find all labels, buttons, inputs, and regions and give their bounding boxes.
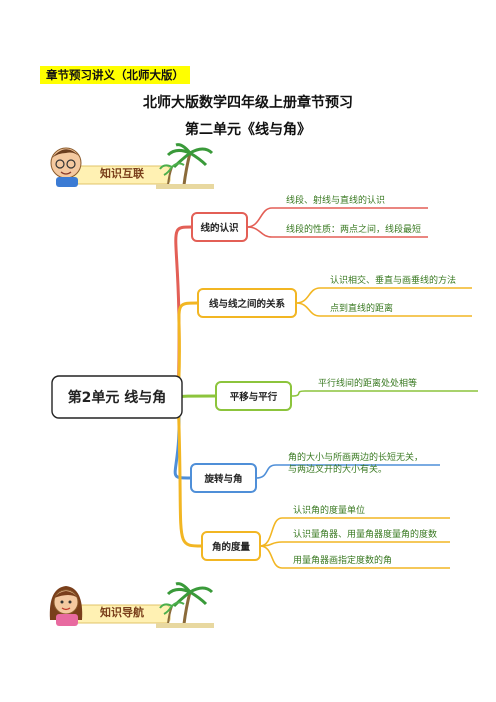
branch-node-3: 平移与平行 — [215, 381, 292, 411]
leaf-connector — [295, 302, 472, 317]
leaf-text: 认识量角器、用量角器度量角的度数 — [293, 528, 437, 540]
leaf-connector — [255, 464, 440, 479]
leaf-text: 平行线间的距离处处相等 — [318, 377, 417, 389]
knowledge-nav-banner: 知识导航 — [44, 580, 214, 630]
center-label: 第2单元 线与角 — [68, 389, 167, 406]
branch-node-5: 角的度量 — [201, 531, 261, 561]
leaf-text: 角的大小与所画两边的长短无关， — [288, 451, 423, 463]
branch-label: 线的认识 — [200, 222, 239, 234]
leaf-connector — [295, 287, 472, 304]
branch-connector-3 — [176, 394, 218, 399]
branch-label: 旋转与角 — [203, 473, 242, 485]
knowledge-nav-label: 知识导航 — [100, 606, 144, 619]
branch-node-4: 旋转与角 — [190, 463, 257, 493]
branch-label: 角的度量 — [212, 541, 251, 553]
branch-label: 线与线之间的关系 — [209, 298, 286, 310]
leaf-text: 线段、射线与直线的认识 — [286, 194, 385, 206]
branch-connector-5 — [176, 395, 204, 548]
leaf-text: 认识相交、垂直与画垂线的方法 — [330, 274, 456, 286]
leaf-text: 线段的性质：两点之间，线段最短 — [286, 223, 421, 235]
branch-node-2: 线与线之间的关系 — [197, 288, 297, 318]
page-title: 北师大版数学四年级上册章节预习 — [143, 95, 353, 111]
knowledge-link-banner: 知识互联 — [44, 141, 214, 191]
girl-palm-illustration — [49, 582, 214, 628]
leaf-connector — [246, 207, 428, 228]
leaf-text: 认识角的度量单位 — [293, 504, 365, 516]
leaf-connector — [259, 545, 450, 569]
leaf-connector — [259, 517, 450, 547]
knowledge-link-label: 知识互联 — [100, 167, 144, 180]
unit-title: 第二单元《线与角》 — [185, 122, 311, 138]
branch-connector-2 — [176, 301, 200, 399]
leaf-connector — [246, 226, 428, 238]
boy-palm-illustration — [50, 143, 214, 189]
leaf-text: 与两边叉开的大小有关。 — [288, 463, 387, 475]
leaf-text: 点到直线的距离 — [330, 302, 393, 314]
center-node: 第2单元 线与角 — [51, 375, 183, 419]
branch-node-1: 线的认识 — [191, 212, 248, 242]
branch-label: 平移与平行 — [230, 391, 278, 403]
leaf-connector — [259, 541, 450, 547]
leaf-text: 用量角器画指定度数的角 — [293, 554, 392, 566]
leaf-connector — [290, 390, 478, 397]
handout-tag: 章节预习讲义（北师大版） — [40, 66, 190, 84]
